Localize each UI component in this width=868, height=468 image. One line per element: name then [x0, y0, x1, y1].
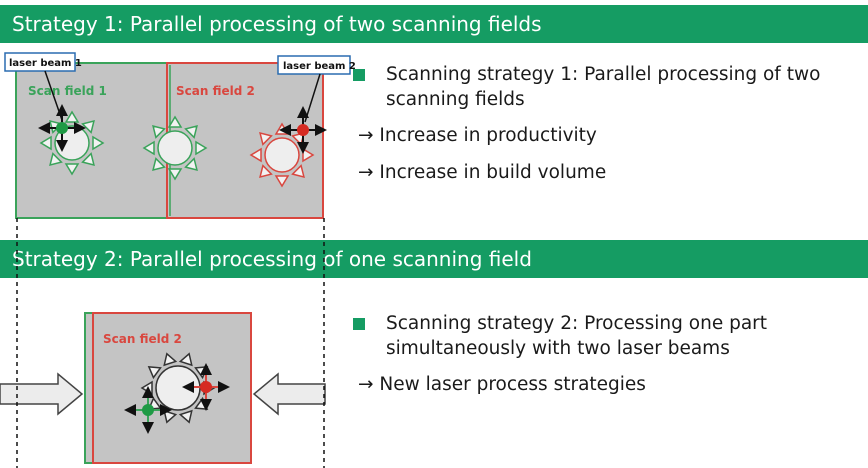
sun-ray	[167, 168, 183, 181]
laser-beam-2-red	[279, 106, 327, 154]
scan-field-2-label: Scan field 2	[176, 84, 255, 98]
sun-boundary	[142, 115, 208, 181]
sun-ray	[49, 152, 63, 166]
strategy2-point-1: → New laser process strategies	[358, 374, 646, 395]
sun-ray	[92, 135, 105, 151]
laser-beam-2-box	[277, 55, 351, 75]
sun-ray	[184, 157, 198, 171]
sun-ray	[64, 163, 80, 176]
sun-ray	[152, 157, 166, 171]
scan-field-1	[15, 62, 169, 219]
melt-pool-circle	[157, 130, 193, 166]
laser-spot	[297, 124, 309, 136]
sun-ray	[178, 352, 193, 367]
right-push-arrow	[252, 372, 326, 416]
strategy1-point-2: → Increase in build volume	[358, 162, 607, 183]
sun-ray	[167, 115, 183, 128]
scan-field-2b-label: Scan field 2	[103, 332, 182, 346]
sun-ray	[163, 352, 178, 367]
sun-ray	[291, 164, 305, 178]
laser-spot	[200, 381, 212, 393]
strategy2-bullet-line2: simultaneously with two laser beams	[386, 338, 730, 359]
laser-green-s2	[124, 386, 172, 434]
bullet-square-2	[353, 318, 365, 330]
left-push-arrow	[0, 372, 84, 416]
laser-red-s2	[182, 363, 230, 411]
strategy2-bullet-line1: Scanning strategy 2: Processing one part	[386, 313, 768, 334]
sun-ray	[81, 152, 95, 166]
sun-ray	[147, 365, 162, 380]
sun-ray	[152, 125, 166, 139]
strategy1-bullet-line1: Scanning strategy 1: Parallel processing…	[386, 64, 821, 85]
sun-ray	[274, 175, 290, 188]
strategy1-point-1: → Increase in productivity	[358, 125, 597, 146]
strategy1-bullet-line2: scanning fields	[386, 89, 525, 110]
laser-beam-1-box	[4, 52, 76, 72]
sun-ray	[249, 147, 262, 163]
sun-ray	[64, 110, 80, 123]
strategy2-banner: Strategy 2: Parallel processing of one s…	[0, 240, 868, 278]
sun-ray	[259, 132, 273, 146]
sun-ray	[184, 125, 198, 139]
sun-ray	[259, 164, 273, 178]
sun-ray	[178, 409, 193, 424]
melt-pool-circle	[264, 137, 300, 173]
sun-ray	[195, 140, 208, 156]
laser-beam-2-label: laser beam 2	[283, 61, 356, 72]
strategy1-banner: Strategy 1: Parallel processing of two s…	[0, 5, 868, 43]
bullet-square-1	[353, 69, 365, 81]
laser-spot	[56, 122, 68, 134]
laser-beam-1-label: laser beam 1	[9, 58, 82, 69]
laser-beam-1-green	[38, 104, 86, 152]
sun-field1	[39, 110, 105, 176]
scan-field-1-label: Scan field 1	[28, 84, 107, 98]
sun-ray	[142, 140, 155, 156]
laser-spot	[142, 404, 154, 416]
sun-ray	[39, 135, 52, 151]
